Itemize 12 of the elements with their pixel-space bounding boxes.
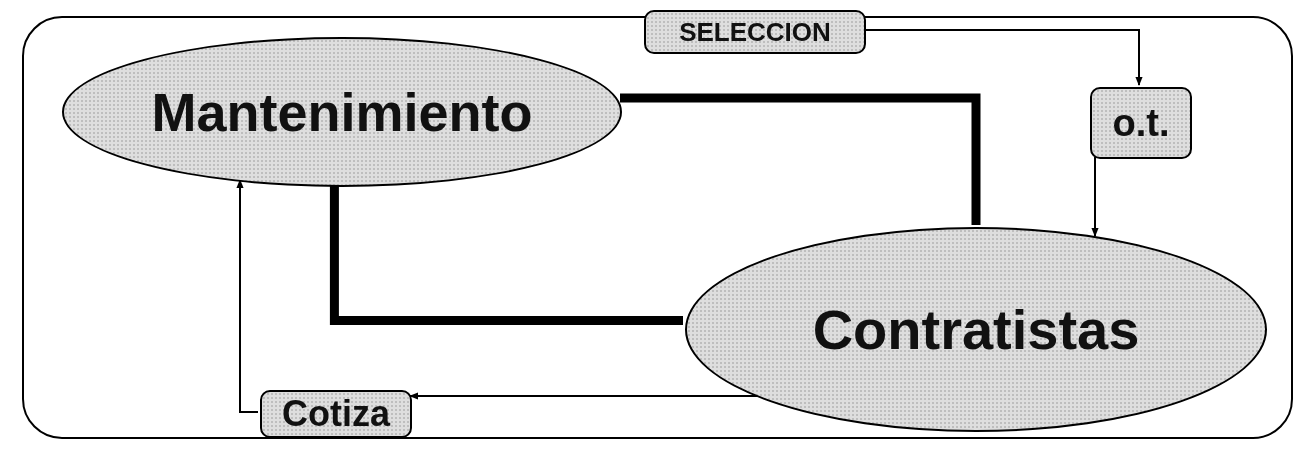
- node-label: SELECCION: [679, 16, 831, 48]
- node-label: Contratistas: [812, 297, 1140, 362]
- arrow: [1091, 156, 1099, 237]
- node-label: o.t.: [1112, 101, 1170, 145]
- process-box: [260, 390, 412, 438]
- process-box: [1090, 87, 1192, 159]
- node-label: Cotiza: [282, 393, 390, 435]
- connector-line: [620, 93, 981, 225]
- connector-line: [329, 185, 683, 325]
- arrow: [236, 179, 259, 413]
- process-box: [644, 10, 866, 54]
- node-label: Mantenimiento: [151, 81, 533, 143]
